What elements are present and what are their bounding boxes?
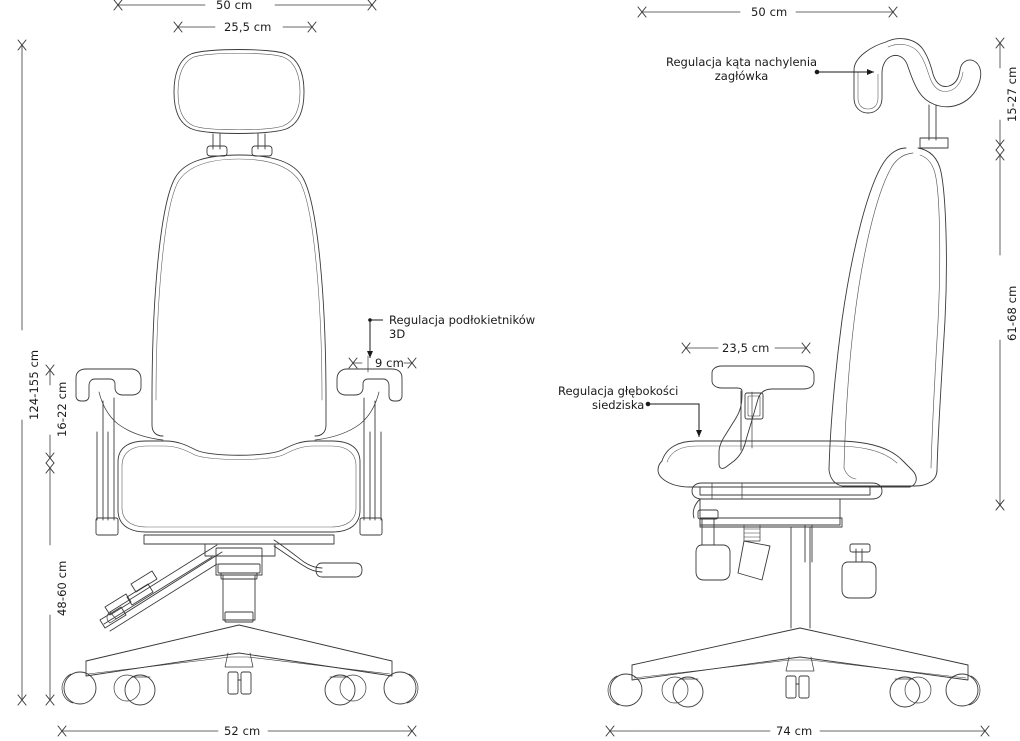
height-lever bbox=[273, 539, 363, 578]
leader-seat-depth bbox=[645, 401, 702, 437]
annotation-seat-depth-line2: siedziska bbox=[592, 398, 645, 412]
dim-front-seat-height bbox=[45, 462, 55, 706]
armrest-left bbox=[75, 368, 164, 536]
casters-side bbox=[607, 673, 981, 708]
dim-label-front-top-outer: 50 cm bbox=[216, 0, 253, 12]
dim-side-backrest-height bbox=[995, 149, 1005, 511]
dim-side-headrest-height bbox=[995, 37, 1005, 151]
dim-label-front-total-height: 124-155 cm bbox=[27, 349, 41, 420]
dim-front-backrest-gap bbox=[45, 364, 55, 464]
leader-armrest bbox=[367, 318, 383, 358]
casters-front bbox=[61, 671, 419, 706]
dim-front-base-width bbox=[57, 725, 417, 737]
dim-label-side-headrest-height: 15-27 cm bbox=[1005, 66, 1019, 122]
annotation-armrest: Regulacja podłokietników 3D bbox=[389, 313, 535, 341]
annotation-headrest-line2: zagłówka bbox=[714, 69, 769, 83]
tilt-levers bbox=[99, 544, 223, 632]
dim-label-side-backrest-height: 61-68 cm bbox=[1005, 285, 1019, 341]
dim-label-front-base-width: 52 cm bbox=[224, 724, 261, 738]
dim-front-total-height bbox=[17, 39, 27, 706]
dim-label-front-armrest-width: 9 cm bbox=[375, 356, 404, 370]
annotation-armrest-line2: 3D bbox=[389, 327, 406, 341]
dim-label-side-top-width: 50 cm bbox=[751, 5, 788, 19]
annotation-headrest-line1: Regulacja kąta nachylenia bbox=[666, 55, 818, 69]
dim-label-front-seat-height: 48-60 cm bbox=[55, 560, 69, 616]
dim-label-front-backrest-gap: 16-22 cm bbox=[55, 381, 69, 437]
annotation-headrest: Regulacja kąta nachylenia zagłówka bbox=[666, 55, 817, 83]
leader-headrest bbox=[814, 69, 874, 75]
armrest-right bbox=[314, 368, 403, 536]
front-view-chair bbox=[61, 49, 419, 706]
annotation-seat-depth: Regulacja głębokości siedziska bbox=[558, 384, 678, 412]
dim-front-top-outer bbox=[113, 0, 377, 11]
annotation-seat-depth-line1: Regulacja głębokości bbox=[558, 384, 679, 398]
dim-label-side-seat-depth: 23,5 cm bbox=[722, 341, 770, 355]
dim-side-base-depth bbox=[605, 725, 990, 737]
leader-lines bbox=[367, 69, 874, 437]
annotation-armrest-line1: Regulacja podłokietników bbox=[389, 313, 536, 327]
dim-front-top-inner bbox=[173, 21, 317, 33]
dim-side-seat-depth bbox=[681, 342, 811, 354]
dim-label-front-top-inner: 25,5 cm bbox=[224, 20, 272, 34]
dim-label-side-base-depth: 74 cm bbox=[776, 724, 813, 738]
dim-side-top-width bbox=[637, 6, 898, 18]
side-view-chair bbox=[607, 38, 982, 708]
